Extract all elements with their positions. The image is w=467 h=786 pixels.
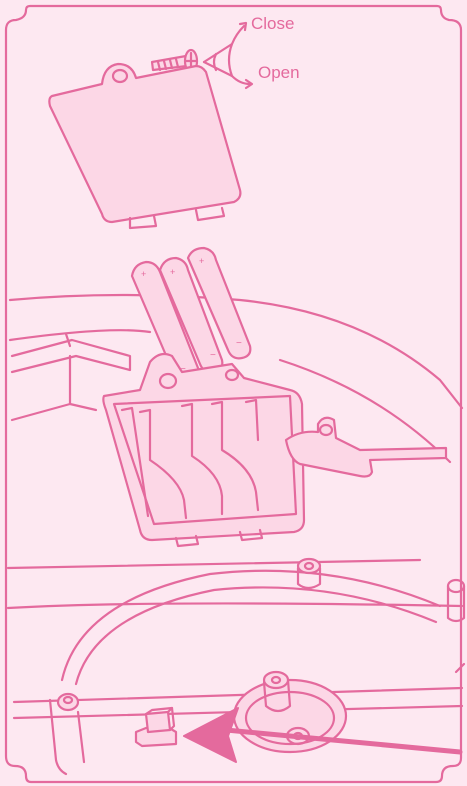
plus-sign: + xyxy=(199,256,204,266)
battery-compartment xyxy=(103,354,304,546)
plus-sign: + xyxy=(141,269,146,279)
open-label: Open xyxy=(258,64,300,81)
minus-sign: − xyxy=(210,350,216,361)
minus-sign: − xyxy=(236,338,242,349)
close-label: Close xyxy=(251,15,294,32)
plus-sign: + xyxy=(170,267,175,277)
side-latch xyxy=(286,418,446,477)
post-left xyxy=(58,694,78,710)
rotation-arrows xyxy=(204,23,252,88)
battery-cover xyxy=(49,64,240,228)
